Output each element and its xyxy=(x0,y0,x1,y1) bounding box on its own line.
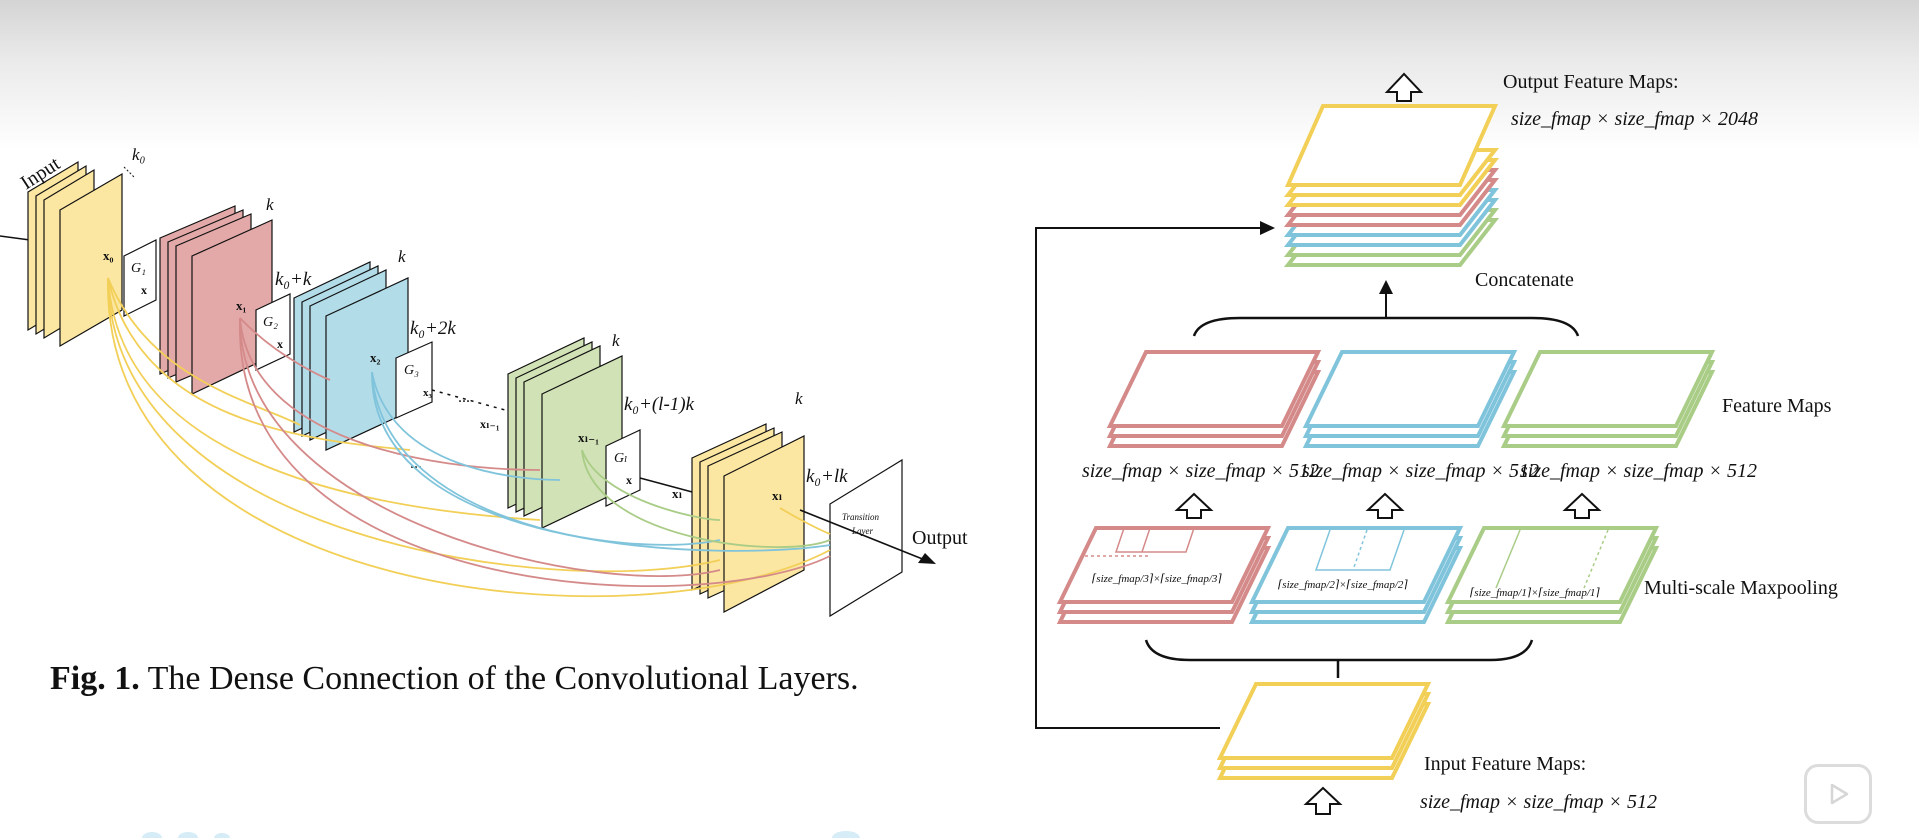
top-brace xyxy=(1192,316,1580,337)
x3-label: x₃ xyxy=(423,387,433,399)
layer-block-blue xyxy=(293,261,409,451)
up-arrow-icon-blue xyxy=(1365,492,1405,519)
k-label-1: k xyxy=(266,195,274,214)
k02k-label: k₀+2k xyxy=(410,318,456,339)
x2-label: x₂ xyxy=(370,350,381,365)
maxpool-green xyxy=(1444,526,1660,624)
g1-block xyxy=(123,239,157,317)
k0-tick xyxy=(123,166,136,179)
x1-label: x₁ xyxy=(236,298,247,313)
input-block-yellow xyxy=(27,160,123,348)
play-icon xyxy=(1830,783,1849,805)
layer-block-yellow-output xyxy=(691,423,805,613)
up-arrow-input-icon xyxy=(1303,786,1343,815)
output-feature-maps-title: Output Feature Maps: xyxy=(1503,71,1679,93)
g2-label: G₂ xyxy=(263,315,278,330)
g3-label: G₃ xyxy=(404,363,419,378)
xl-small-label: xₗ xyxy=(672,486,683,501)
dims-512-blue: size_fmap × size_fmap × 512 xyxy=(1302,460,1539,482)
k0lk-label: k₀+lk xyxy=(806,466,848,487)
g3-block xyxy=(395,341,433,419)
k0l1k-label: k₀+(l-1)k xyxy=(624,394,695,415)
up-arrow-icon-red xyxy=(1174,492,1214,519)
input-dims: size_fmap × size_fmap × 512 xyxy=(1420,791,1657,813)
dots-upper: ... xyxy=(458,389,470,406)
skip-connection-line xyxy=(1035,227,1266,729)
output-arrow-head xyxy=(918,553,936,564)
input-feature-maps-title: Input Feature Maps: xyxy=(1424,753,1586,775)
maxpool-red-grid xyxy=(1085,527,1195,557)
transition-layer xyxy=(829,458,903,618)
layer-block-red xyxy=(159,205,273,395)
feature-maps-label: Feature Maps xyxy=(1722,395,1832,417)
k0-label: k₀ xyxy=(132,145,146,164)
output-arrow-line xyxy=(799,509,931,563)
concat-arrow-head xyxy=(1379,280,1393,294)
dims-512-red: size_fmap × size_fmap × 512 xyxy=(1082,460,1319,482)
multiscale-maxpooling-label: Multi-scale Maxpooling xyxy=(1644,577,1838,599)
xl1-label: xₗ₋₁ xyxy=(578,430,599,445)
up-arrow-icons-middle xyxy=(1174,492,1602,519)
maxpool-green-grid xyxy=(1495,529,1609,589)
dense-connection-figure: Input k₀ x₀ G₁ x k x₁ k₀+k G₂ x k x₂ xyxy=(0,145,968,618)
g2-x-label: x xyxy=(277,337,283,351)
transition-label-1: Transition xyxy=(842,512,880,522)
output-dims: size_fmap × size_fmap × 2048 xyxy=(1511,108,1758,130)
caption-text: The Dense Connection of the Convolutiona… xyxy=(139,660,859,697)
k-label-4: k xyxy=(795,389,803,408)
gl-label: Gₗ xyxy=(614,451,628,466)
output-feature-stack xyxy=(1283,104,1500,267)
g2-block xyxy=(255,293,291,371)
video-play-button[interactable] xyxy=(1804,764,1872,824)
xl-label: xₗ xyxy=(772,488,783,503)
caption-fig-number: Fig. 1. xyxy=(50,660,140,697)
figure-caption: Fig. 1. The Dense Connection of the Conv… xyxy=(50,660,859,698)
input-arrow-stub xyxy=(0,235,31,241)
k-label-3: k xyxy=(612,331,620,350)
gl-x-label: x xyxy=(626,473,632,487)
g1-x-label: x xyxy=(141,283,147,297)
transition-label-2: Layer xyxy=(851,526,873,536)
g1-label: G₁ xyxy=(131,261,146,276)
bottom-brace xyxy=(1144,639,1534,662)
dense-connection-curves xyxy=(107,277,831,598)
pool-blue-label: ⌈size_fmap/2⌉×⌈size_fmap/2⌉ xyxy=(1278,579,1408,591)
pool-red-label: ⌈size_fmap/3⌉×⌈size_fmap/3⌉ xyxy=(1092,573,1222,585)
pool-green-label: ⌈size_fmap/1⌉×⌈size_fmap/1⌉ xyxy=(1470,587,1600,599)
feature-map-red xyxy=(1106,350,1322,448)
up-arrow-output-icon xyxy=(1384,72,1424,102)
layer-block-green xyxy=(507,337,623,529)
concatenate-label: Concatenate xyxy=(1475,269,1574,291)
x0-label: x₀ xyxy=(103,248,114,263)
output-label: Output xyxy=(912,527,968,549)
xl1-small-label: xₗ₋₁ xyxy=(480,417,500,431)
top-gradient-band xyxy=(0,0,1919,150)
multiscale-figure: Output Feature Maps: size_fmap × size_fm… xyxy=(1035,71,1838,815)
bottom-decoration xyxy=(142,831,860,838)
skip-arrow-head xyxy=(1260,221,1275,235)
maxpool-blue-grid xyxy=(1314,529,1405,571)
k-label-2: k xyxy=(398,247,406,266)
feature-map-blue xyxy=(1302,350,1518,448)
feature-map-green xyxy=(1500,350,1716,448)
k0k-label: k₀+k xyxy=(275,269,312,290)
input-feature-stack xyxy=(1216,682,1432,780)
up-arrow-icon-green xyxy=(1562,492,1602,519)
maxpool-blue xyxy=(1248,526,1464,624)
dims-512-green: size_fmap × size_fmap × 512 xyxy=(1520,460,1757,482)
